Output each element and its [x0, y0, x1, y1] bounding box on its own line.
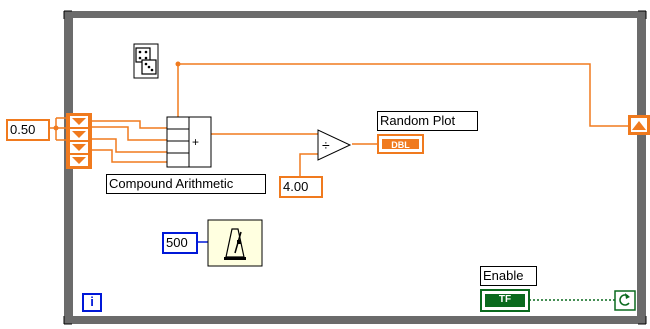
loop-condition-icon[interactable] — [614, 290, 636, 311]
metronome-wait-icon[interactable] — [207, 219, 263, 267]
compound-operator-symbol: + — [192, 135, 200, 149]
iteration-terminal: i — [82, 293, 102, 312]
random-plot-label: Random Plot — [377, 111, 478, 131]
random-plot-label-text: Random Plot — [380, 113, 456, 128]
while-loop-frame[interactable] — [63, 10, 647, 325]
random-plot-type-tag: DBL — [382, 139, 419, 150]
compound-arithmetic-node[interactable] — [166, 116, 212, 168]
divisor-constant[interactable]: 4.00 — [279, 176, 323, 198]
divide-node[interactable] — [317, 129, 352, 161]
enable-type-tag: TF — [485, 294, 525, 307]
wire-junction — [175, 61, 181, 67]
random-plot-terminal[interactable]: DBL — [377, 134, 424, 154]
enable-label: Enable — [480, 266, 537, 286]
right-shift-register[interactable] — [628, 115, 650, 135]
wire-junction — [53, 125, 59, 131]
enable-terminal[interactable]: TF — [480, 289, 530, 312]
wait-ms-constant[interactable]: 500 — [162, 232, 198, 254]
compound-arithmetic-label-text: Compound Arithmetic — [109, 176, 234, 191]
initial-value-constant[interactable]: 0.50 — [6, 119, 50, 141]
random-number-dice-icon[interactable] — [133, 43, 159, 79]
left-shift-register[interactable] — [66, 113, 92, 169]
enable-label-text: Enable — [483, 268, 524, 283]
compound-arithmetic-label: Compound Arithmetic — [106, 174, 266, 194]
double-wires[interactable] — [49, 63, 628, 178]
divide-operator-symbol: ÷ — [322, 137, 330, 153]
